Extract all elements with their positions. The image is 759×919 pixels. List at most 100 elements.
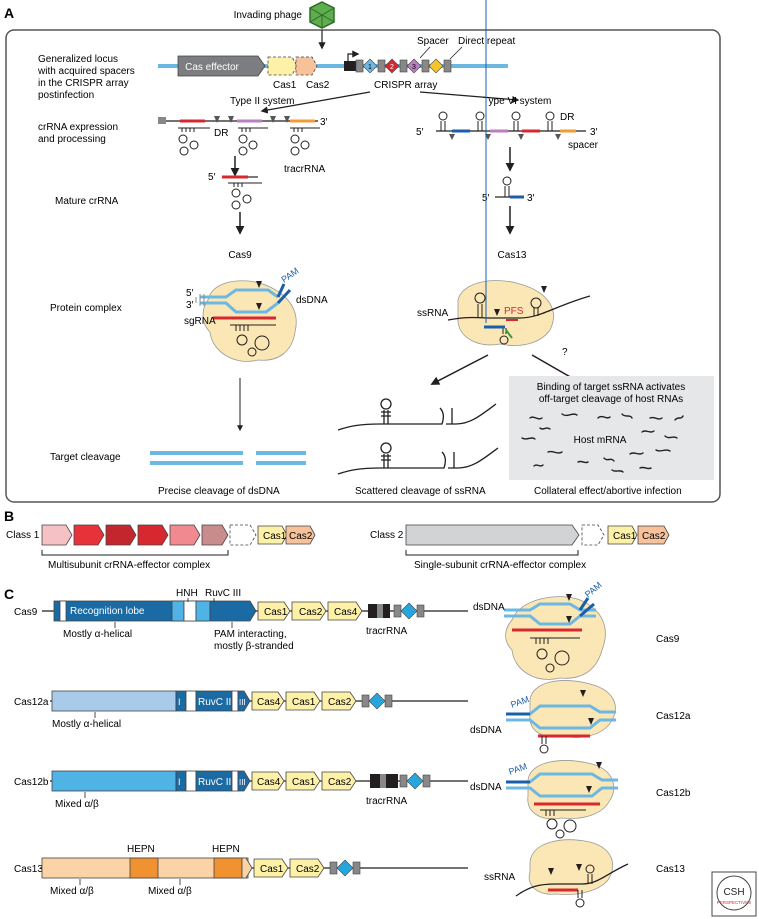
- direct-repeat-leader: [449, 46, 463, 60]
- three-prime-cas9: 3′: [186, 300, 194, 311]
- svg-text:postinfection: postinfection: [38, 90, 94, 101]
- cas12a-right-label: Cas12a: [656, 711, 691, 722]
- type6-branch-arrow: [419, 91, 520, 104]
- dr-label-type2: DR: [214, 128, 228, 139]
- cas13-right-label: Cas13: [656, 864, 685, 875]
- single-subunit-label: Single-subunit crRNA-effector complex: [414, 560, 586, 571]
- svg-text:with acquired spacers: with acquired spacers: [37, 66, 135, 77]
- array-number-3: 3: [412, 64, 416, 71]
- class1-bracket: [41, 550, 229, 556]
- collateral-label: Collateral effect/abortive infection: [534, 486, 682, 497]
- cas9-complex-a: [195, 280, 297, 362]
- tracrrna-c1: tracrRNA: [366, 626, 407, 637]
- hepn-label-2: HEPN: [212, 844, 240, 855]
- cas13-scatter-arrow: [430, 354, 489, 385]
- host-mrna-label: Host mRNA: [574, 435, 627, 446]
- dr-label-type6: DR: [560, 112, 574, 123]
- cas2-c3: Cas2: [328, 777, 352, 788]
- ruvc-iii-b: III: [239, 778, 246, 787]
- cas1-c4: Cas1: [260, 864, 284, 875]
- cas12b-array: [370, 772, 431, 790]
- cas1-label-b2: Cas1: [613, 531, 637, 542]
- crispr-array-label: CRISPR array: [374, 80, 437, 91]
- cas4-c3: Cas4: [257, 777, 281, 788]
- binding-text-1: Binding of target ssRNA activates: [537, 382, 685, 393]
- cas2-label-a: Cas2: [306, 80, 330, 91]
- three-prime-type2: 3′: [320, 117, 328, 128]
- cas1-c2: Cas1: [292, 697, 316, 708]
- cas9-row-label: Cas9: [14, 607, 38, 618]
- invading-phage-label: Invading phage: [234, 10, 303, 21]
- protein-complex-label: Protein complex: [50, 303, 122, 314]
- phage-icon: [309, 1, 335, 29]
- ruvc-i-a: I: [178, 697, 181, 707]
- cas9-accessory-genes: [257, 601, 363, 621]
- type2-branch-arrow: [260, 91, 371, 114]
- array-number-2: 2: [390, 64, 394, 71]
- cas9-right-label: Cas9: [656, 634, 680, 645]
- scattered-ssrna: [337, 398, 499, 475]
- dsdna-label-a: dsDNA: [296, 295, 328, 306]
- cas12b-complex-c: [506, 760, 618, 839]
- cas1-label-b1: Cas1: [263, 531, 287, 542]
- class1-label: Class 1: [6, 530, 40, 541]
- cas2-gene-a: [295, 56, 318, 76]
- mostly-alpha-cas12a: Mostly α-helical: [52, 719, 121, 730]
- mixed-cas12b: Mixed α/β: [55, 799, 99, 810]
- cas12a-row-label: Cas12a: [14, 697, 49, 708]
- cas2-label-b2: Cas2: [642, 531, 666, 542]
- crispr-array: [344, 50, 452, 74]
- spacer-label: Spacer: [417, 36, 449, 47]
- cas-effector-label: Cas effector: [185, 62, 239, 73]
- cas12a-gene-c: [51, 690, 251, 712]
- type6-mature-crrna: [495, 176, 524, 199]
- three-prime-mature-6: 3′: [527, 193, 535, 204]
- target-cleavage-label: Target cleavage: [50, 452, 121, 463]
- cas1-label-a: Cas1: [273, 80, 297, 91]
- type2-label: Type II system: [230, 96, 294, 107]
- spacer-leader: [419, 46, 431, 59]
- cas12a-accessory-genes: [251, 691, 357, 711]
- precise-cleavage-label: Precise cleavage of dsDNA: [158, 486, 280, 497]
- cas9-gene-c: [53, 600, 257, 622]
- crrna-expression-label-1: crRNA expression: [38, 122, 118, 133]
- cas12b-row-label: Cas12b: [14, 777, 49, 788]
- array-number-1: 1: [368, 64, 372, 71]
- cas1-gene-a: [267, 56, 298, 76]
- five-prime-type6: 5′: [416, 127, 424, 138]
- type2-precursor: [158, 116, 318, 124]
- pam-c3: PAM: [507, 761, 528, 777]
- ruvc-iii-a: III: [239, 698, 246, 707]
- binding-text-2: off-target cleavage of host RNAs: [539, 394, 683, 405]
- question-mark: ?: [562, 347, 568, 358]
- cas-effector-gene: [177, 55, 266, 77]
- cas12b-gene-c: [51, 770, 251, 792]
- tracrrna-hairpins: [178, 127, 320, 156]
- cas9-complex-c: [504, 594, 606, 680]
- mixed-cas13-2: Mixed α/β: [148, 886, 192, 897]
- tracrrna-c3: tracrRNA: [366, 796, 407, 807]
- cas12b-accessory-genes: [251, 771, 357, 791]
- three-prime-type6: 3′: [590, 127, 598, 138]
- pam-c2: PAM: [509, 694, 530, 710]
- five-prime-cas9: 5′: [186, 288, 194, 299]
- class2-bracket: [405, 550, 579, 556]
- host-mrna-fragments: [521, 413, 684, 473]
- type6-label: Type VI system: [483, 96, 551, 107]
- locus-label: Generalized locus with acquired spacers …: [37, 54, 135, 101]
- dsdna-c2: dsDNA: [470, 725, 502, 736]
- svg-text:in the CRISPR array: in the CRISPR array: [38, 78, 129, 89]
- mostly-alpha-cas9: Mostly α-helical: [63, 629, 132, 640]
- panel-a-letter: A: [4, 5, 14, 21]
- svg-text:CSH: CSH: [723, 887, 744, 898]
- five-prime-mature-2: 5′: [208, 172, 216, 183]
- cas13-accessory-genes: [253, 858, 325, 878]
- cas9-array: [368, 602, 425, 620]
- cas13-complex-a: [447, 0, 591, 346]
- ssrna-c4: ssRNA: [484, 872, 515, 883]
- type6-precursor: [436, 111, 586, 140]
- class1-genes: [41, 524, 316, 546]
- cas4-c1: Cas4: [334, 607, 358, 618]
- class2-label: Class 2: [370, 530, 404, 541]
- collateral-box: [509, 376, 714, 480]
